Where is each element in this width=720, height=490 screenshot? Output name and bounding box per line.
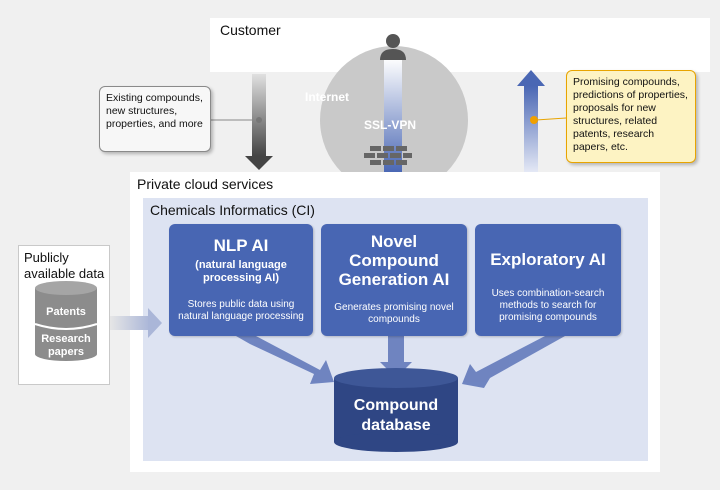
public-data-arrow: [110, 308, 162, 338]
vpn-beam: [384, 58, 402, 172]
input-callout: Existing compounds, new structures, prop…: [99, 86, 211, 152]
down-arrow: [211, 74, 273, 170]
card-subtitle: (natural language processing AI): [195, 259, 287, 284]
card-title: Exploratory AI: [490, 250, 606, 269]
customer-label: Customer: [220, 22, 281, 38]
card-description: Generates promising novel compounds: [334, 302, 454, 325]
research-papers-label: Research papers: [41, 333, 91, 358]
patents-database-icon: [34, 281, 98, 361]
user-icon: [380, 34, 406, 60]
output-callout: Promising compounds, predictions of prop…: [566, 70, 696, 163]
up-arrow: [517, 70, 567, 172]
card-description: Stores public data using natural languag…: [178, 299, 304, 322]
exploratory-ai-card: Exploratory AI Uses combination-search m…: [475, 224, 621, 336]
card-title: Novel Compound Generation AI: [338, 232, 450, 289]
compound-database-label: Compound database: [353, 397, 439, 434]
firewall-icon: [364, 146, 412, 165]
internet-label: Internet: [305, 90, 350, 104]
vpn-label: SSL-VPN: [364, 118, 417, 132]
nlp-ai-card: NLP AI (natural language processing AI) …: [169, 224, 313, 336]
ci-label: Chemicals Informatics (CI): [150, 202, 315, 218]
customer-box: [210, 18, 710, 72]
card-title: NLP AI: [213, 236, 269, 255]
card-description: Uses combination-search methods to searc…: [491, 288, 605, 323]
public-data-label: Publicly available data: [24, 250, 105, 281]
patents-label: Patents: [46, 306, 86, 318]
private-cloud-label: Private cloud services: [137, 176, 274, 192]
novel-compound-ai-card: Novel Compound Generation AI Generates p…: [321, 224, 467, 336]
compound-database-icon: [334, 368, 458, 452]
